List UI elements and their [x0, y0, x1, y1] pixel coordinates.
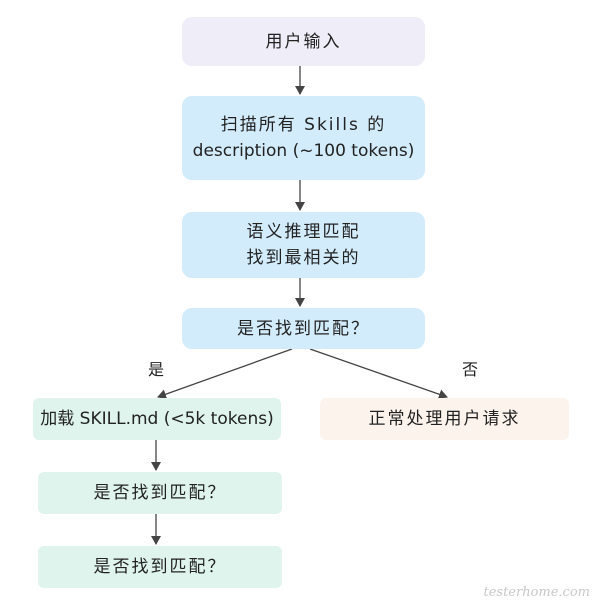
node-match-check-2-label: 是否找到匹配？ [93, 483, 227, 503]
node-semantic-reasoning: 语义推理匹配 找到最相关的 [182, 212, 425, 278]
node-user-input-label: 用户输入 [265, 31, 342, 52]
node-match-check-3: 是否找到匹配？ [38, 546, 282, 588]
node-match-check-2: 是否找到匹配？ [38, 472, 282, 514]
node-load-skill: 加载 SKILL.md (<5k tokens) [33, 398, 281, 440]
arrow-check-to-load [157, 348, 293, 400]
node-scan-skills-line-1: 扫描所有 Skills 的 [220, 115, 387, 135]
edge-label-yes: 是 [148, 360, 165, 379]
node-user-input: 用户输入 [182, 17, 425, 66]
node-normal-process: 正常处理用户请求 [320, 398, 569, 440]
arrow-check-to-normal [309, 348, 448, 400]
watermark: testerhome.com [483, 585, 590, 600]
node-semantic-reasoning-line-1: 语义推理匹配 [246, 222, 361, 242]
node-scan-skills: 扫描所有 Skills 的 description (~100 tokens) [182, 96, 425, 180]
node-normal-process-label: 正常处理用户请求 [368, 409, 521, 429]
node-match-check: 是否找到匹配？ [182, 308, 425, 349]
node-match-check-3-label: 是否找到匹配？ [93, 557, 227, 577]
node-load-skill-label: 加载 SKILL.md (<5k tokens) [40, 409, 274, 429]
node-semantic-reasoning-line-2: 找到最相关的 [246, 248, 361, 268]
node-scan-skills-line-2: description (~100 tokens) [192, 141, 415, 161]
edge-label-no: 否 [462, 360, 479, 379]
node-match-check-label: 是否找到匹配？ [237, 318, 370, 339]
